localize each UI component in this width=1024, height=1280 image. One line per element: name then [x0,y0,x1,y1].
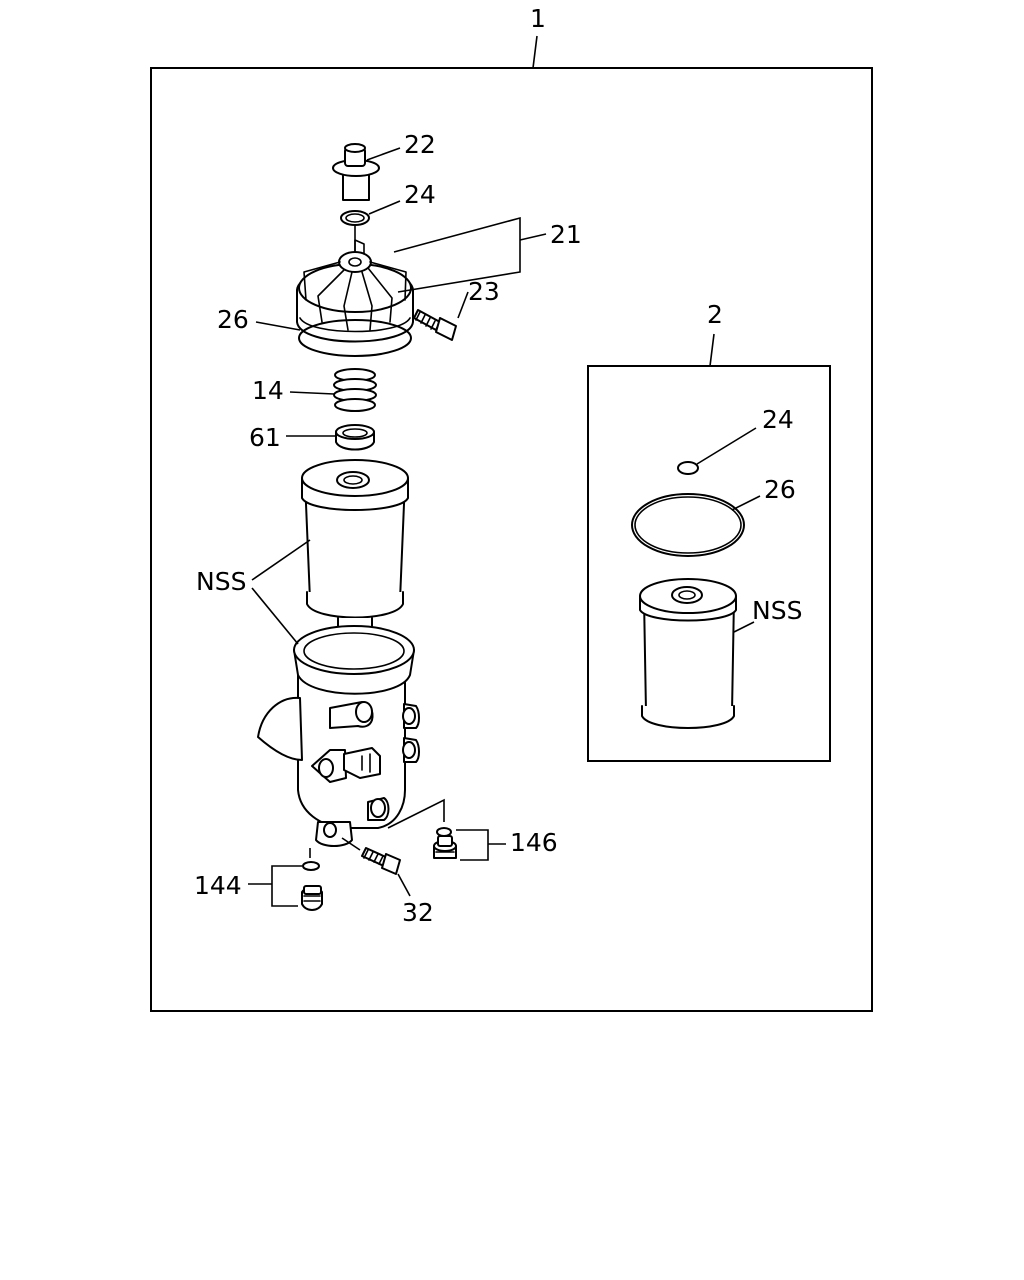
drain-right-callout: 146 [510,828,558,857]
element-callout: NSS [196,567,246,596]
assembly-frame [150,67,873,1012]
bolt-leader [366,147,401,161]
top-bolt-part [332,143,380,201]
drain-left-washer-part [302,861,320,871]
kit-element-leader [733,621,755,633]
cover-leader [519,233,547,241]
cover-seal-callout: 26 [217,305,249,334]
cover-callout: 21 [550,220,582,249]
seat-callout: 61 [249,423,281,452]
o-ring-leader [368,200,401,215]
kit-frame [587,365,831,762]
drain-right-washer-part [436,827,452,837]
kit-seal-leader [731,495,761,511]
assembly-leader [532,35,538,69]
filter-housing-part [257,625,420,847]
cover-bracket [393,216,521,293]
kit-leader [709,333,715,367]
top-o-ring-inner [345,213,365,223]
cover-seal-leader [255,321,301,331]
drain-right-plug-part [433,835,457,859]
bottom-bolt-axis [341,837,361,851]
drain-right-bracket [456,829,489,861]
kit-seal-part [631,493,745,557]
spring-part [333,368,377,412]
drain-left-plug-part [301,885,323,911]
kit-o-ring-part [677,461,699,475]
spring-leader [289,391,335,395]
bottom-bolt-leader [397,873,411,897]
cover-bolt-part [413,309,457,341]
kit-element-callout: NSS [752,596,802,625]
spring-seat-part [335,424,375,451]
assembly-label: 1 [530,4,546,33]
o-ring-callout: 24 [404,180,436,209]
bolt-callout: 22 [404,130,436,159]
element-leader-lower [251,587,299,645]
filter-element-part [301,459,409,641]
kit-o-ring-callout: 24 [762,405,794,434]
spring-callout: 14 [252,376,284,405]
kit-seal-callout: 26 [764,475,796,504]
drain-right-bracket-line [387,798,445,829]
kit-seal-inner [634,496,742,554]
kit-o-ring-leader [696,427,757,465]
drain-left-bracket [271,865,302,907]
cover-bolt-leader [457,291,469,319]
cover-seal-part [298,319,412,357]
drain-left-callout: 144 [194,871,242,900]
bottom-bolt-callout: 32 [402,898,434,927]
bottom-bolt-part [361,847,401,875]
cover-bolt-callout: 23 [468,277,500,306]
kit-label: 2 [707,300,723,329]
element-leader-upper [251,539,311,581]
kit-element-part [639,578,737,729]
